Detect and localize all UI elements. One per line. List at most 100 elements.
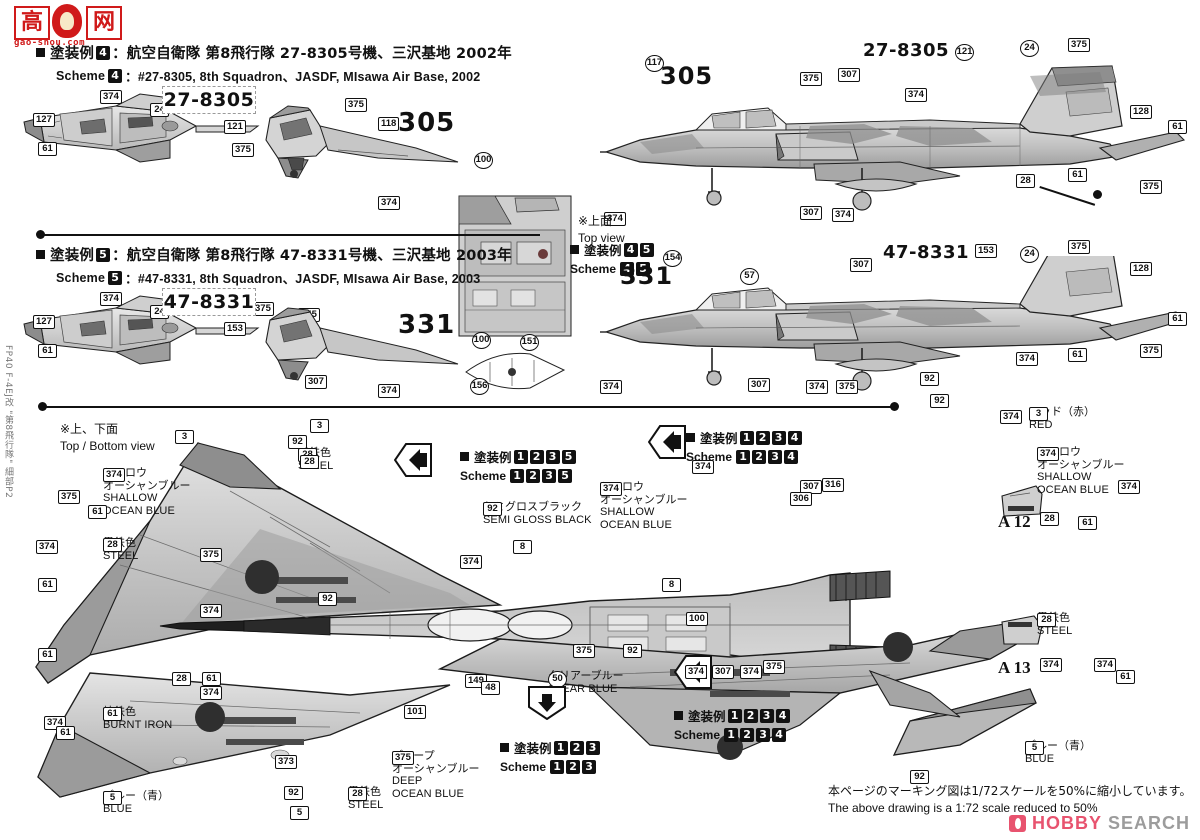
scheme-5-en-text: ：#47-8331, 8th Squadron、JASDF, MIsawa Ai… (125, 272, 481, 286)
callout-374-k: 374 (36, 540, 58, 554)
callout-61-f: 61 (1068, 348, 1087, 362)
callout-375-l: 375 (573, 644, 595, 658)
legend-en-5-b: BLUE (1025, 752, 1055, 765)
tag-low1234-n1: 1 (727, 708, 742, 723)
part-a12-swatch (1000, 484, 1044, 518)
tag-low1234-en: Scheme (674, 728, 721, 742)
callout-375-m: 375 (763, 660, 785, 674)
callout-307-d: 307 (850, 258, 872, 272)
legend-code-5-a: 5 (103, 791, 122, 805)
scheme-4-en-text: ：#27-8305, 8th Squadron、JASDF, MIsawa Ai… (125, 70, 481, 84)
callout-374-b: 374 (378, 196, 400, 210)
tag-low1234-n2: 2 (743, 708, 758, 723)
divider-rule-1 (40, 234, 540, 236)
callout-151: 151 (520, 334, 539, 351)
nose-section-inset (460, 348, 570, 396)
legend-en-28-c: STEEL (348, 798, 384, 811)
tag-low123-n1: 1 (553, 740, 568, 755)
divider-dot-1b (1093, 190, 1102, 199)
legend-5-blue-b: 5 ブルー（青） BLUE (1025, 739, 1091, 765)
tag-low1234-n3: 3 (759, 708, 774, 723)
tag-nose-n2: 2 (755, 430, 770, 445)
tag-mid-45-jp: 塗装例 (584, 243, 622, 258)
scale-note-jp: 本ページのマーキング図は1/72スケールを50%に縮小しています。 (828, 784, 1192, 798)
tag-nose-jp: 塗装例 (700, 431, 738, 446)
tag-wing-n5: 1 (510, 469, 525, 483)
callout-374-j: 374 (600, 380, 622, 394)
callout-3-b: 3 (175, 430, 194, 444)
top-view-label: ※上面 Top view (578, 212, 625, 245)
callout-61-g: 61 (88, 505, 107, 519)
bullet-square (36, 48, 45, 57)
callout-307-e: 307 (748, 378, 770, 392)
legend-28-steel-c: 28 黒鉄色 STEEL (348, 785, 384, 811)
callout-374-e: 374 (604, 212, 626, 226)
callout-48: 48 (481, 681, 500, 695)
tag-low123-n2: 2 (569, 740, 584, 755)
fin-number-305-a: 305 (398, 108, 456, 138)
bullet-square-3 (36, 250, 45, 259)
scheme-4-header: 塗装例 4 ：航空自衛隊 第8飛行隊 27-8305号機、三沢基地 2002年 … (36, 42, 512, 85)
watermark-brand-2: SEARCH (1107, 813, 1190, 833)
callout-374: 374 (100, 90, 122, 104)
tag-low-1234: 塗装例 1 2 3 4 Scheme 1 2 3 4 (674, 706, 790, 742)
callout-374-l: 374 (200, 686, 222, 700)
callout-92-e: 92 (623, 644, 642, 658)
callout-375-e: 375 (1140, 180, 1162, 194)
tag-wing-n1: 1 (513, 449, 528, 464)
callout-374-g: 374 (378, 384, 400, 398)
tag-mid-45: 塗装例 4 5 Scheme 4 5 (570, 240, 654, 276)
scheme-5-number: 5 (96, 247, 111, 262)
callout-375-g: 375 (1068, 240, 1090, 254)
callout-375-b: 375 (345, 98, 367, 112)
tag-nose-n5: 1 (736, 450, 751, 464)
callout-121: 121 (224, 120, 246, 134)
legend-3-red: 3 レッド（赤） RED (1029, 405, 1095, 431)
legend-code-28-d: 28 (1037, 613, 1056, 627)
scheme-4-tail-top-view (20, 88, 270, 198)
callout-374-c: 374 (905, 88, 927, 102)
legend-28-steel-b: 28 黒鉄色 STEEL (103, 536, 138, 562)
callout-61-d: 61 (38, 344, 57, 358)
part-label-a12: A 12 (998, 512, 1031, 531)
top-bottom-en: Top / Bottom view (60, 439, 155, 453)
tag-low123-jp: 塗装例 (514, 741, 552, 756)
callout-374-o: 374 (460, 555, 482, 569)
callout-100-c: 100 (686, 612, 708, 626)
scheme-5-jp-label: 塗装例 (50, 248, 95, 264)
callout-375-k: 375 (200, 548, 222, 562)
legend-code-3: 3 (1029, 407, 1048, 421)
logo-char-1: 高 (14, 6, 50, 40)
tag-low123-n4: 1 (550, 760, 565, 774)
tag-nose-n7: 3 (768, 450, 783, 464)
fin-number-305-b: 305 (660, 62, 714, 90)
tag-nose-n1: 1 (739, 430, 754, 445)
divider-dot-1 (36, 230, 45, 239)
watermark-brand-1: HOBBY (1031, 813, 1102, 833)
callout-127: 127 (33, 113, 55, 127)
scheme-4-jp-label: 塗装例 (50, 46, 95, 62)
decal-plate-27-8305-a: 27-8305 (162, 86, 256, 114)
scale-note-en: The above drawing is a 1:72 scale reduce… (828, 801, 1098, 815)
tag-wing-jp: 塗装例 (474, 450, 512, 465)
callout-5-c: 5 (290, 806, 309, 820)
decal-plate-27-8305-b: 27-8305 (860, 38, 952, 62)
callout-375-j: 375 (58, 490, 80, 504)
scheme-5-en-number: 5 (108, 270, 123, 285)
callout-127-b: 127 (33, 315, 55, 329)
bullet-square-7 (674, 711, 683, 720)
callout-154: 154 (663, 250, 682, 267)
legend-en-5-a: BLUE (103, 802, 133, 815)
tag-wing-n8: 5 (558, 469, 573, 483)
tag-wing-n7: 3 (542, 469, 557, 483)
callout-375-d: 375 (1068, 38, 1090, 52)
callout-307-f: 307 (712, 665, 734, 679)
callout-61-e: 61 (1168, 312, 1187, 326)
callout-307-a: 307 (838, 68, 860, 82)
top-view-jp: ※上面 (578, 214, 613, 228)
tag-mid-45-en: Scheme (570, 262, 617, 276)
callout-374-f: 374 (100, 292, 122, 306)
